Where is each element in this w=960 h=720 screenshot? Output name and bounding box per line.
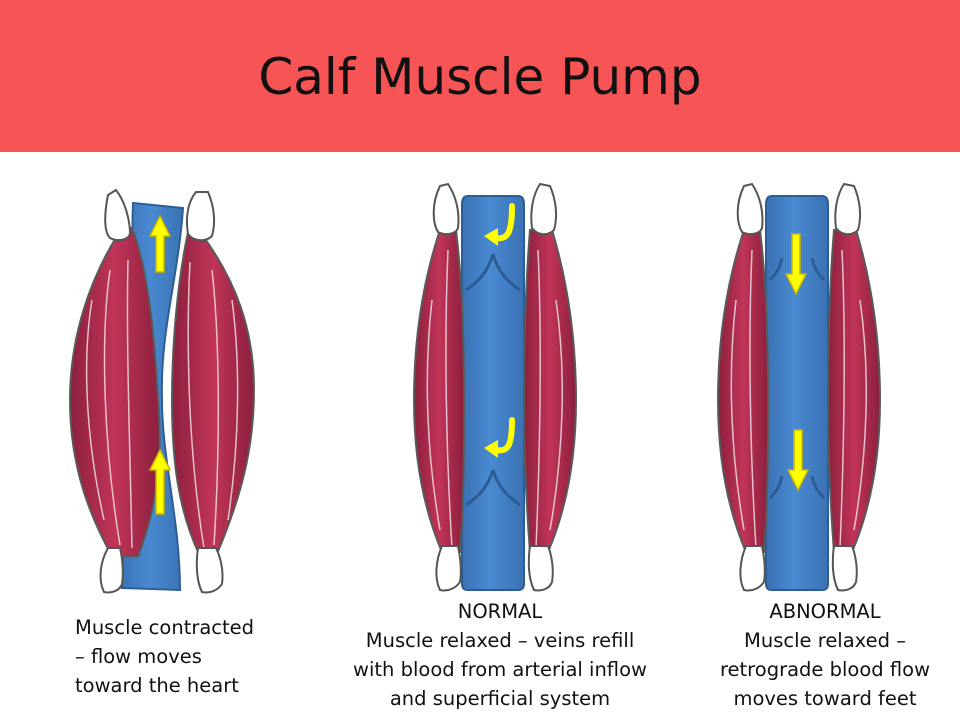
caption-line: and superficial system bbox=[389, 687, 611, 710]
panel-abnormal bbox=[716, 182, 882, 592]
tendon-bottom-right bbox=[527, 545, 554, 592]
tendon-top-right bbox=[834, 182, 862, 236]
tendon-top-left bbox=[432, 182, 460, 236]
caption-line: Muscle relaxed – veins refill bbox=[365, 629, 635, 652]
tendon-bottom-right bbox=[831, 545, 858, 592]
tendon-top-left bbox=[104, 188, 132, 242]
caption-heading: NORMAL bbox=[457, 600, 543, 623]
tendon-top-left bbox=[736, 182, 764, 236]
tendon-bottom-right bbox=[195, 547, 224, 594]
tendon-top-right bbox=[186, 191, 216, 242]
arrow-down-icon bbox=[786, 429, 810, 492]
muscle-left bbox=[716, 229, 770, 553]
muscle-left bbox=[412, 229, 466, 553]
valve-incompetent-lower bbox=[768, 475, 826, 500]
caption-line: moves toward feet bbox=[733, 687, 917, 710]
muscle-left bbox=[68, 227, 161, 557]
muscle-right bbox=[826, 229, 882, 553]
valve-lower bbox=[465, 469, 521, 507]
caption-line: with blood from arterial inflow bbox=[353, 658, 647, 681]
vein-open bbox=[765, 195, 829, 591]
hook-arrow-icon bbox=[484, 417, 515, 458]
panel-contracted bbox=[68, 188, 256, 594]
valve-incompetent-upper bbox=[768, 257, 826, 282]
arrow-up-icon bbox=[148, 214, 172, 273]
muscle-right bbox=[522, 229, 578, 553]
caption-line: toward the heart bbox=[75, 674, 239, 697]
title-banner bbox=[0, 0, 960, 152]
arrow-up-icon bbox=[148, 448, 172, 515]
tendon-bottom-left bbox=[435, 545, 462, 592]
tendon-bottom-left bbox=[99, 547, 124, 594]
vein-open bbox=[461, 195, 525, 591]
caption-line: Muscle contracted bbox=[75, 616, 255, 639]
hook-arrow-icon bbox=[484, 203, 515, 246]
caption-line: – flow moves bbox=[75, 645, 202, 668]
tendon-bottom-left bbox=[739, 545, 766, 592]
caption-heading: ABNORMAL bbox=[769, 600, 881, 623]
caption-line: Muscle relaxed – bbox=[744, 629, 906, 652]
tendon-top-right bbox=[530, 182, 558, 236]
arrow-down-icon bbox=[784, 233, 808, 296]
caption-abnormal: ABNORMAL Muscle relaxed – retrograde blo… bbox=[700, 597, 950, 713]
caption-contracted: Muscle contracted – flow moves toward th… bbox=[75, 613, 254, 700]
panel-normal bbox=[412, 182, 578, 592]
page-title: Calf Muscle Pump bbox=[258, 48, 702, 106]
caption-line: retrograde blood flow bbox=[719, 658, 931, 681]
caption-normal: NORMAL Muscle relaxed – veins refill wit… bbox=[340, 597, 660, 713]
valve-upper bbox=[465, 253, 521, 292]
